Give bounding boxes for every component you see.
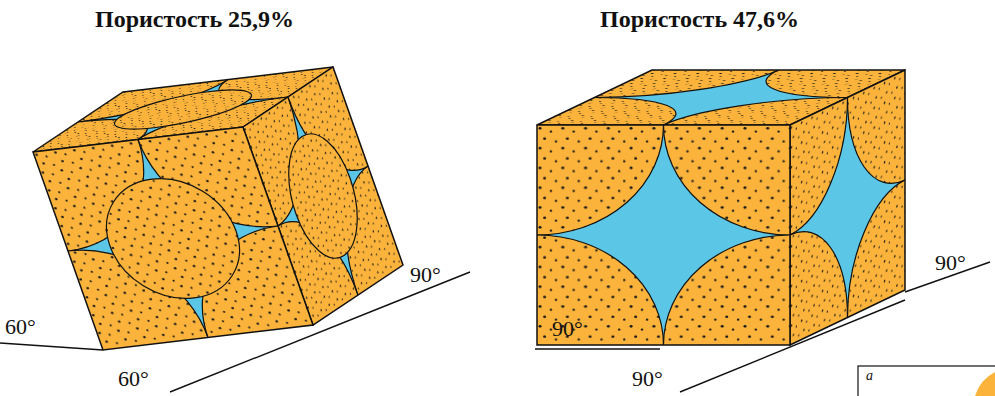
angle-label: 60° [118,366,149,392]
grain-texture [537,125,664,235]
sand-grain [537,235,664,345]
sand-grain [848,153,906,346]
base-line [0,343,103,350]
base-line [170,300,400,392]
angle-label: 90° [552,316,583,342]
base-line [680,300,905,392]
sand-grain [790,208,848,346]
base-line [535,348,660,349]
inset-frame [858,366,995,396]
grain-texture [790,208,848,346]
sand-grain [89,172,257,306]
inset-letter: а [866,368,873,384]
base-lines [0,262,990,392]
angle-label: 60° [5,314,36,340]
grain-texture [537,235,664,345]
sand-grain [537,125,664,235]
face-content [790,70,905,345]
grain-texture [664,125,791,235]
angle-label: 90° [632,366,663,392]
inset-sphere [975,372,995,396]
face-edge [790,70,905,345]
porosity-title: Пористость 25,9% [95,6,294,33]
porosity-title: Пористость 47,6% [600,6,799,33]
cube-face [0,16,453,396]
cube-face [411,15,917,396]
sand-grain [664,125,791,235]
angle-label: 90° [410,262,441,288]
grain-texture [848,153,906,346]
sand-grain [275,119,371,274]
angle-label: 90° [935,250,966,276]
face-edge [537,125,790,345]
sand-grain [664,235,791,345]
face-content [537,125,790,345]
inset-fragment [858,366,995,396]
grain-texture [664,235,791,345]
face-content [33,127,313,350]
face-edge [33,127,313,350]
grain-texture [275,119,371,274]
grain-texture [89,172,257,306]
